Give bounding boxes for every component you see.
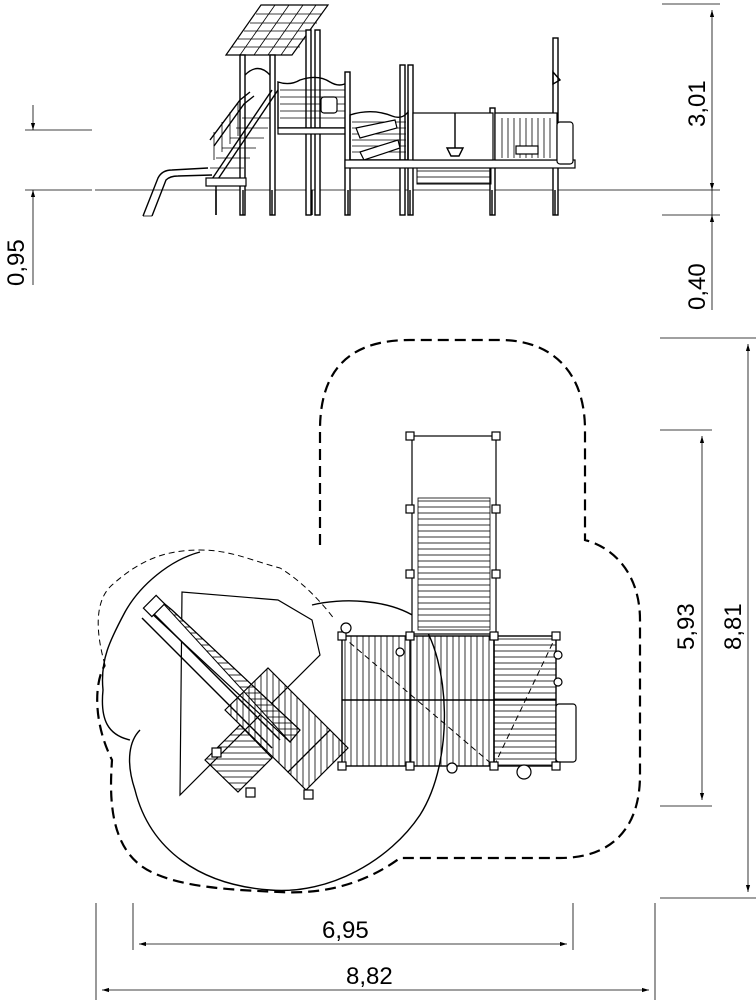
- inner-depth-label: 5,93: [673, 603, 700, 650]
- depth-below-label: 0,40: [684, 263, 711, 310]
- foundations: [215, 190, 556, 215]
- right-depth-dimensions: 5,93 8,81: [660, 337, 756, 899]
- safety-zone-outline: [96, 338, 642, 894]
- tower-wall: [277, 76, 349, 135]
- side-elevation: [95, 4, 662, 217]
- right-deck: [494, 70, 574, 165]
- roof: [224, 4, 330, 56]
- slide: [142, 167, 213, 217]
- tunnel-grate: [416, 167, 492, 185]
- left-height-dimension: 0,95: [3, 105, 92, 286]
- tower-panel: [244, 67, 271, 76]
- tower-posts: [239, 29, 321, 216]
- plan-view: [96, 338, 642, 894]
- inner-width-label: 6,95: [322, 917, 369, 944]
- middle-deck: [344, 109, 576, 169]
- platform-height-label: 0,95: [3, 239, 30, 286]
- slide-assembly: [141, 591, 349, 800]
- main-platforms: [337, 622, 577, 780]
- crossing-section: [412, 112, 494, 185]
- total-width-label: 8,82: [346, 963, 393, 990]
- total-depth-label: 8,81: [720, 603, 747, 650]
- top-ramp: [405, 431, 501, 635]
- slide-zone-outline: [97, 549, 336, 666]
- bottom-width-dimensions: 6,95 8,82: [95, 903, 656, 1000]
- stairs-plan: [204, 667, 349, 800]
- height-above-label: 3,01: [684, 80, 711, 127]
- right-height-dimensions: 3,01 0,40: [662, 3, 720, 310]
